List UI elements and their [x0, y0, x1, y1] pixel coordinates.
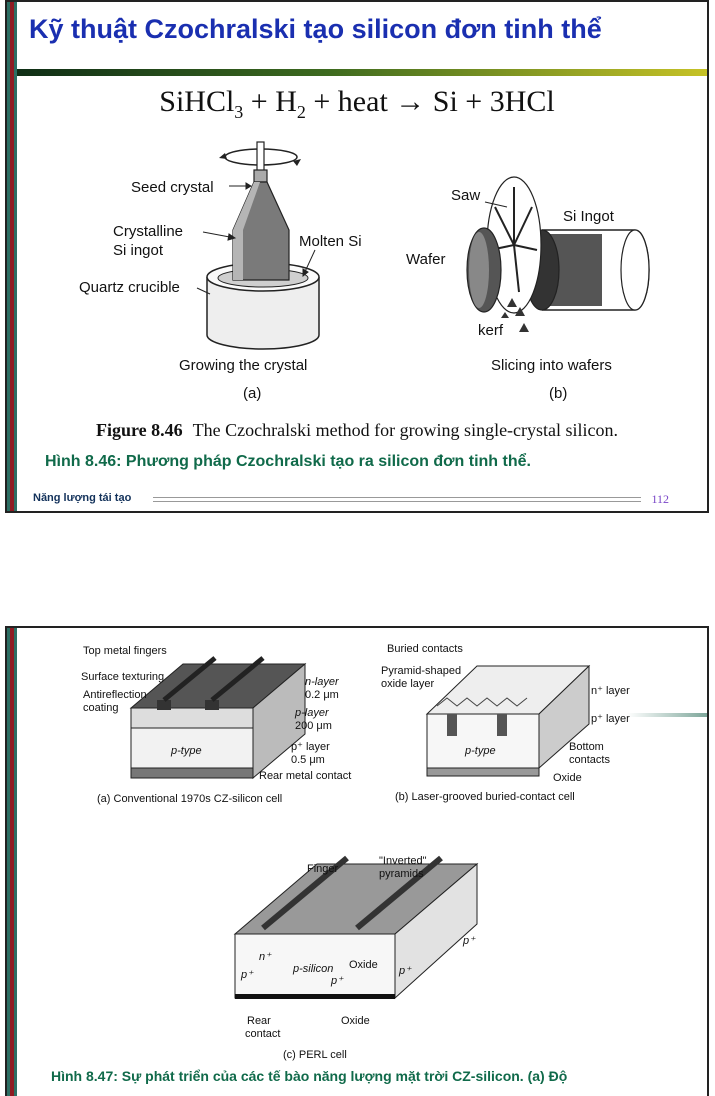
- label-rear: Rear: [247, 1015, 271, 1027]
- label-molten-si: Molten Si: [299, 233, 362, 250]
- title-underline: [17, 69, 707, 76]
- label-p-type-b: p-type: [464, 745, 496, 757]
- label-p-plus-layer-b: p⁺ layer: [591, 713, 630, 725]
- label-buried-contacts: Buried contacts: [387, 643, 463, 655]
- label-crystalline: Crystalline: [113, 223, 183, 240]
- figure-caption-vietnamese-2: Hình 8.47: Sự phát triển của các tế bào …: [51, 1068, 568, 1084]
- label-p-layer: p-layer: [294, 707, 330, 719]
- label-bottom-contacts-1: Bottom: [569, 741, 604, 753]
- perl-cell-diagram: [233, 855, 479, 1000]
- label-n-layer: n-layer: [305, 676, 340, 688]
- slide-113: Top metal fingers Surface texturing Anti…: [5, 626, 709, 1096]
- label-p-type-a: p-type: [170, 745, 202, 757]
- label-rear-metal-contact: Rear metal contact: [259, 770, 351, 782]
- footer-divider: [153, 497, 641, 502]
- label-p-plus-c4: p⁺: [462, 935, 476, 947]
- label-p-plus-thickness: 0.5 μm: [291, 754, 325, 766]
- label-top-metal-fingers: Top metal fingers: [83, 645, 167, 657]
- label-surface-texturing: Surface texturing: [81, 671, 164, 683]
- label-inverted: "Inverted": [379, 855, 427, 867]
- caption-fig-c: (c) PERL cell: [283, 1049, 347, 1061]
- label-finger: Finger: [307, 863, 339, 875]
- label-p-plus-c3: p⁺: [398, 965, 412, 977]
- slide-left-accent-bar: [7, 628, 17, 1096]
- label-oxide-c-bottom: Oxide: [341, 1015, 370, 1027]
- subtitle-slicing: Slicing into wafers: [491, 357, 612, 374]
- label-p-silicon: p-silicon: [292, 963, 333, 975]
- label-pyramid-oxide-1: Pyramid-shaped: [381, 665, 461, 677]
- seed-crystal-shape: [253, 169, 268, 183]
- si-ingot-shape: [232, 181, 290, 281]
- chemical-equation: SiHCl3 + H2 + heat → Si + 3HCl: [159, 85, 555, 122]
- slide-112: Kỹ thuật Czochralski tạo silicon đơn tin…: [5, 0, 709, 513]
- label-p-plus-c1: p⁺: [240, 969, 254, 981]
- figure-caption-vietnamese: Hình 8.46: Phương pháp Czochralski tạo r…: [45, 453, 531, 470]
- label-quartz-crucible: Quartz crucible: [79, 279, 180, 296]
- label-pyramids: pyramids: [379, 868, 424, 880]
- label-si-ingot-b: Si Ingot: [563, 208, 615, 225]
- decorative-line: [627, 713, 707, 717]
- footer-course-name: Năng lượng tái tạo: [33, 492, 132, 504]
- label-wafer: Wafer: [406, 251, 445, 268]
- kerf-debris-shape: [501, 298, 529, 332]
- label-coating: coating: [83, 702, 118, 714]
- label-n-layer-thickness: 0.2 μm: [305, 689, 339, 701]
- label-antireflection: Antireflection: [83, 689, 147, 701]
- ingot-cylinder-shape: [524, 229, 650, 311]
- label-kerf: kerf: [478, 322, 504, 339]
- caption-fig-a: (a) Conventional 1970s CZ-silicon cell: [97, 793, 282, 805]
- label-oxide-b: Oxide: [553, 772, 582, 784]
- label-oxide-c-top: Oxide: [349, 959, 378, 971]
- figure-letter-a: (a): [243, 385, 261, 402]
- label-p-plus-layer: p⁺ layer: [291, 741, 330, 753]
- label-bottom-contacts-2: contacts: [569, 754, 610, 766]
- conventional-cell-diagram: [129, 656, 307, 780]
- solar-cell-figures: Top metal fingers Surface texturing Anti…: [81, 643, 630, 1061]
- label-si-ingot: Si ingot: [113, 242, 164, 259]
- page-number: 112: [651, 492, 669, 506]
- label-contact: contact: [245, 1028, 280, 1040]
- label-seed-crystal: Seed crystal: [131, 179, 214, 196]
- buried-contact-cell-diagram: [425, 664, 591, 777]
- label-n-plus-layer: n⁺ layer: [591, 685, 630, 697]
- label-p-layer-thickness: 200 μm: [295, 720, 332, 732]
- seed-rod: [256, 141, 265, 173]
- label-n-plus-c: n⁺: [259, 951, 272, 963]
- slide-title: Kỹ thuật Czochralski tạo silicon đơn tin…: [29, 14, 602, 44]
- slide-left-accent-bar: [7, 2, 17, 511]
- figure-letter-b: (b): [549, 385, 567, 402]
- label-pyramid-oxide-2: oxide layer: [381, 678, 435, 690]
- label-p-plus-c2: p⁺: [330, 975, 344, 987]
- subtitle-growing-crystal: Growing the crystal: [179, 357, 307, 374]
- label-saw: Saw: [451, 187, 480, 204]
- wafer-disc-shape: [466, 227, 502, 313]
- caption-fig-b: (b) Laser-grooved buried-contact cell: [395, 791, 575, 803]
- czochralski-figure: Seed crystal Crystalline Si ingot Molten…: [79, 141, 650, 402]
